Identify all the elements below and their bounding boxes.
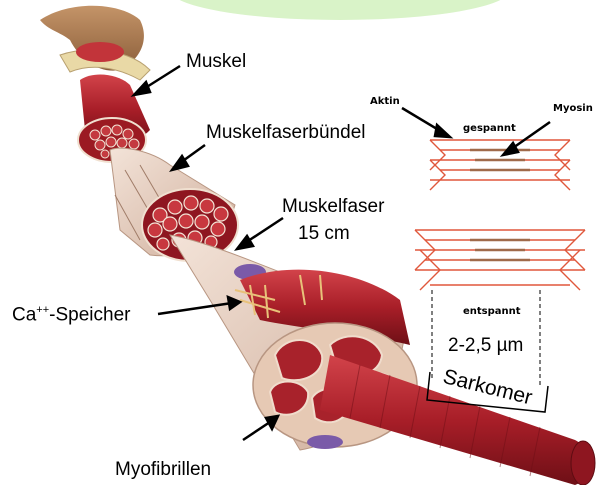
- label-laenge-faser: 15 cm: [298, 223, 350, 244]
- sarcomere-bracket: [426, 371, 549, 413]
- label-muskel: Muskel: [186, 51, 247, 72]
- label-aktin: Aktin: [370, 96, 400, 107]
- ca-suffix: -Speicher: [49, 304, 131, 326]
- nucleus-bottom: [307, 435, 343, 449]
- label-muskelfaser: Muskelfaser: [282, 196, 385, 217]
- myofibril-end: [570, 440, 596, 485]
- myosin-relaxed: [470, 238, 530, 262]
- label-myosin: Myosin: [553, 103, 593, 114]
- biceps-shape: [76, 42, 124, 62]
- myofibril-upper: [240, 269, 410, 345]
- sarcomere-contracted: [429, 139, 571, 191]
- myofibril-striations: [349, 364, 541, 477]
- myosin-contracted: [470, 148, 530, 172]
- label-muskelfaserbuendel: Muskelfaserbündel: [206, 122, 366, 143]
- ca-superscript: ++: [36, 304, 50, 316]
- pointer-arrows: [130, 64, 551, 442]
- label-ca-speicher: Ca++-Speicher: [12, 304, 131, 326]
- sr-network: [234, 274, 323, 319]
- label-myofibrillen: Myofibrillen: [115, 459, 212, 480]
- ca-prefix: Ca: [12, 304, 37, 326]
- label-entspannt: entspannt: [463, 306, 521, 317]
- label-gespannt: gespannt: [463, 123, 516, 134]
- label-sarkomer-laenge: 2-2,5 µm: [448, 335, 524, 356]
- top-highlight: [179, 0, 501, 20]
